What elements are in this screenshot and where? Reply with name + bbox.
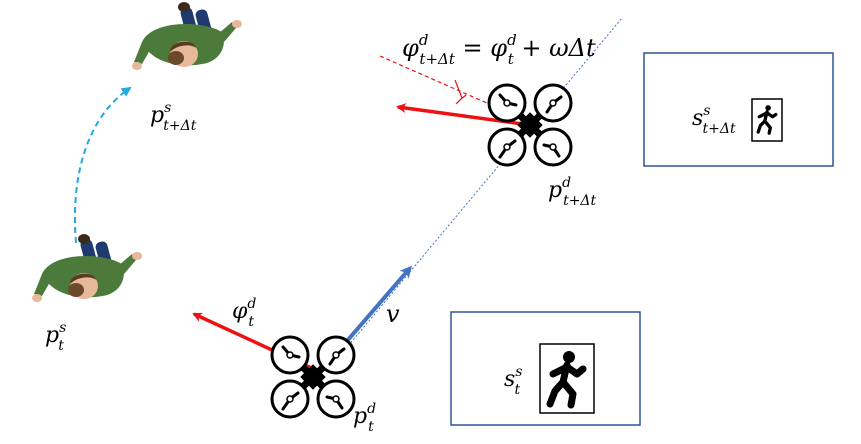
- quadcopter-icon: [272, 337, 354, 417]
- state-box-next: [643, 52, 834, 167]
- angle-arc: [455, 94, 467, 105]
- quadcopter-icon: [489, 85, 571, 165]
- running-person-icon: [756, 105, 778, 135]
- running-person-icon: [546, 351, 587, 409]
- person-topview-icon: [32, 234, 142, 302]
- state-box-t: [450, 311, 641, 426]
- angle-pointer: [454, 79, 463, 99]
- heading-direction-line: [342, 17, 623, 353]
- person-trajectory: [74, 86, 132, 244]
- label-velocity: v: [386, 300, 400, 328]
- person-topview-icon: [132, 2, 242, 70]
- pedestrian-frame-next: [751, 98, 783, 142]
